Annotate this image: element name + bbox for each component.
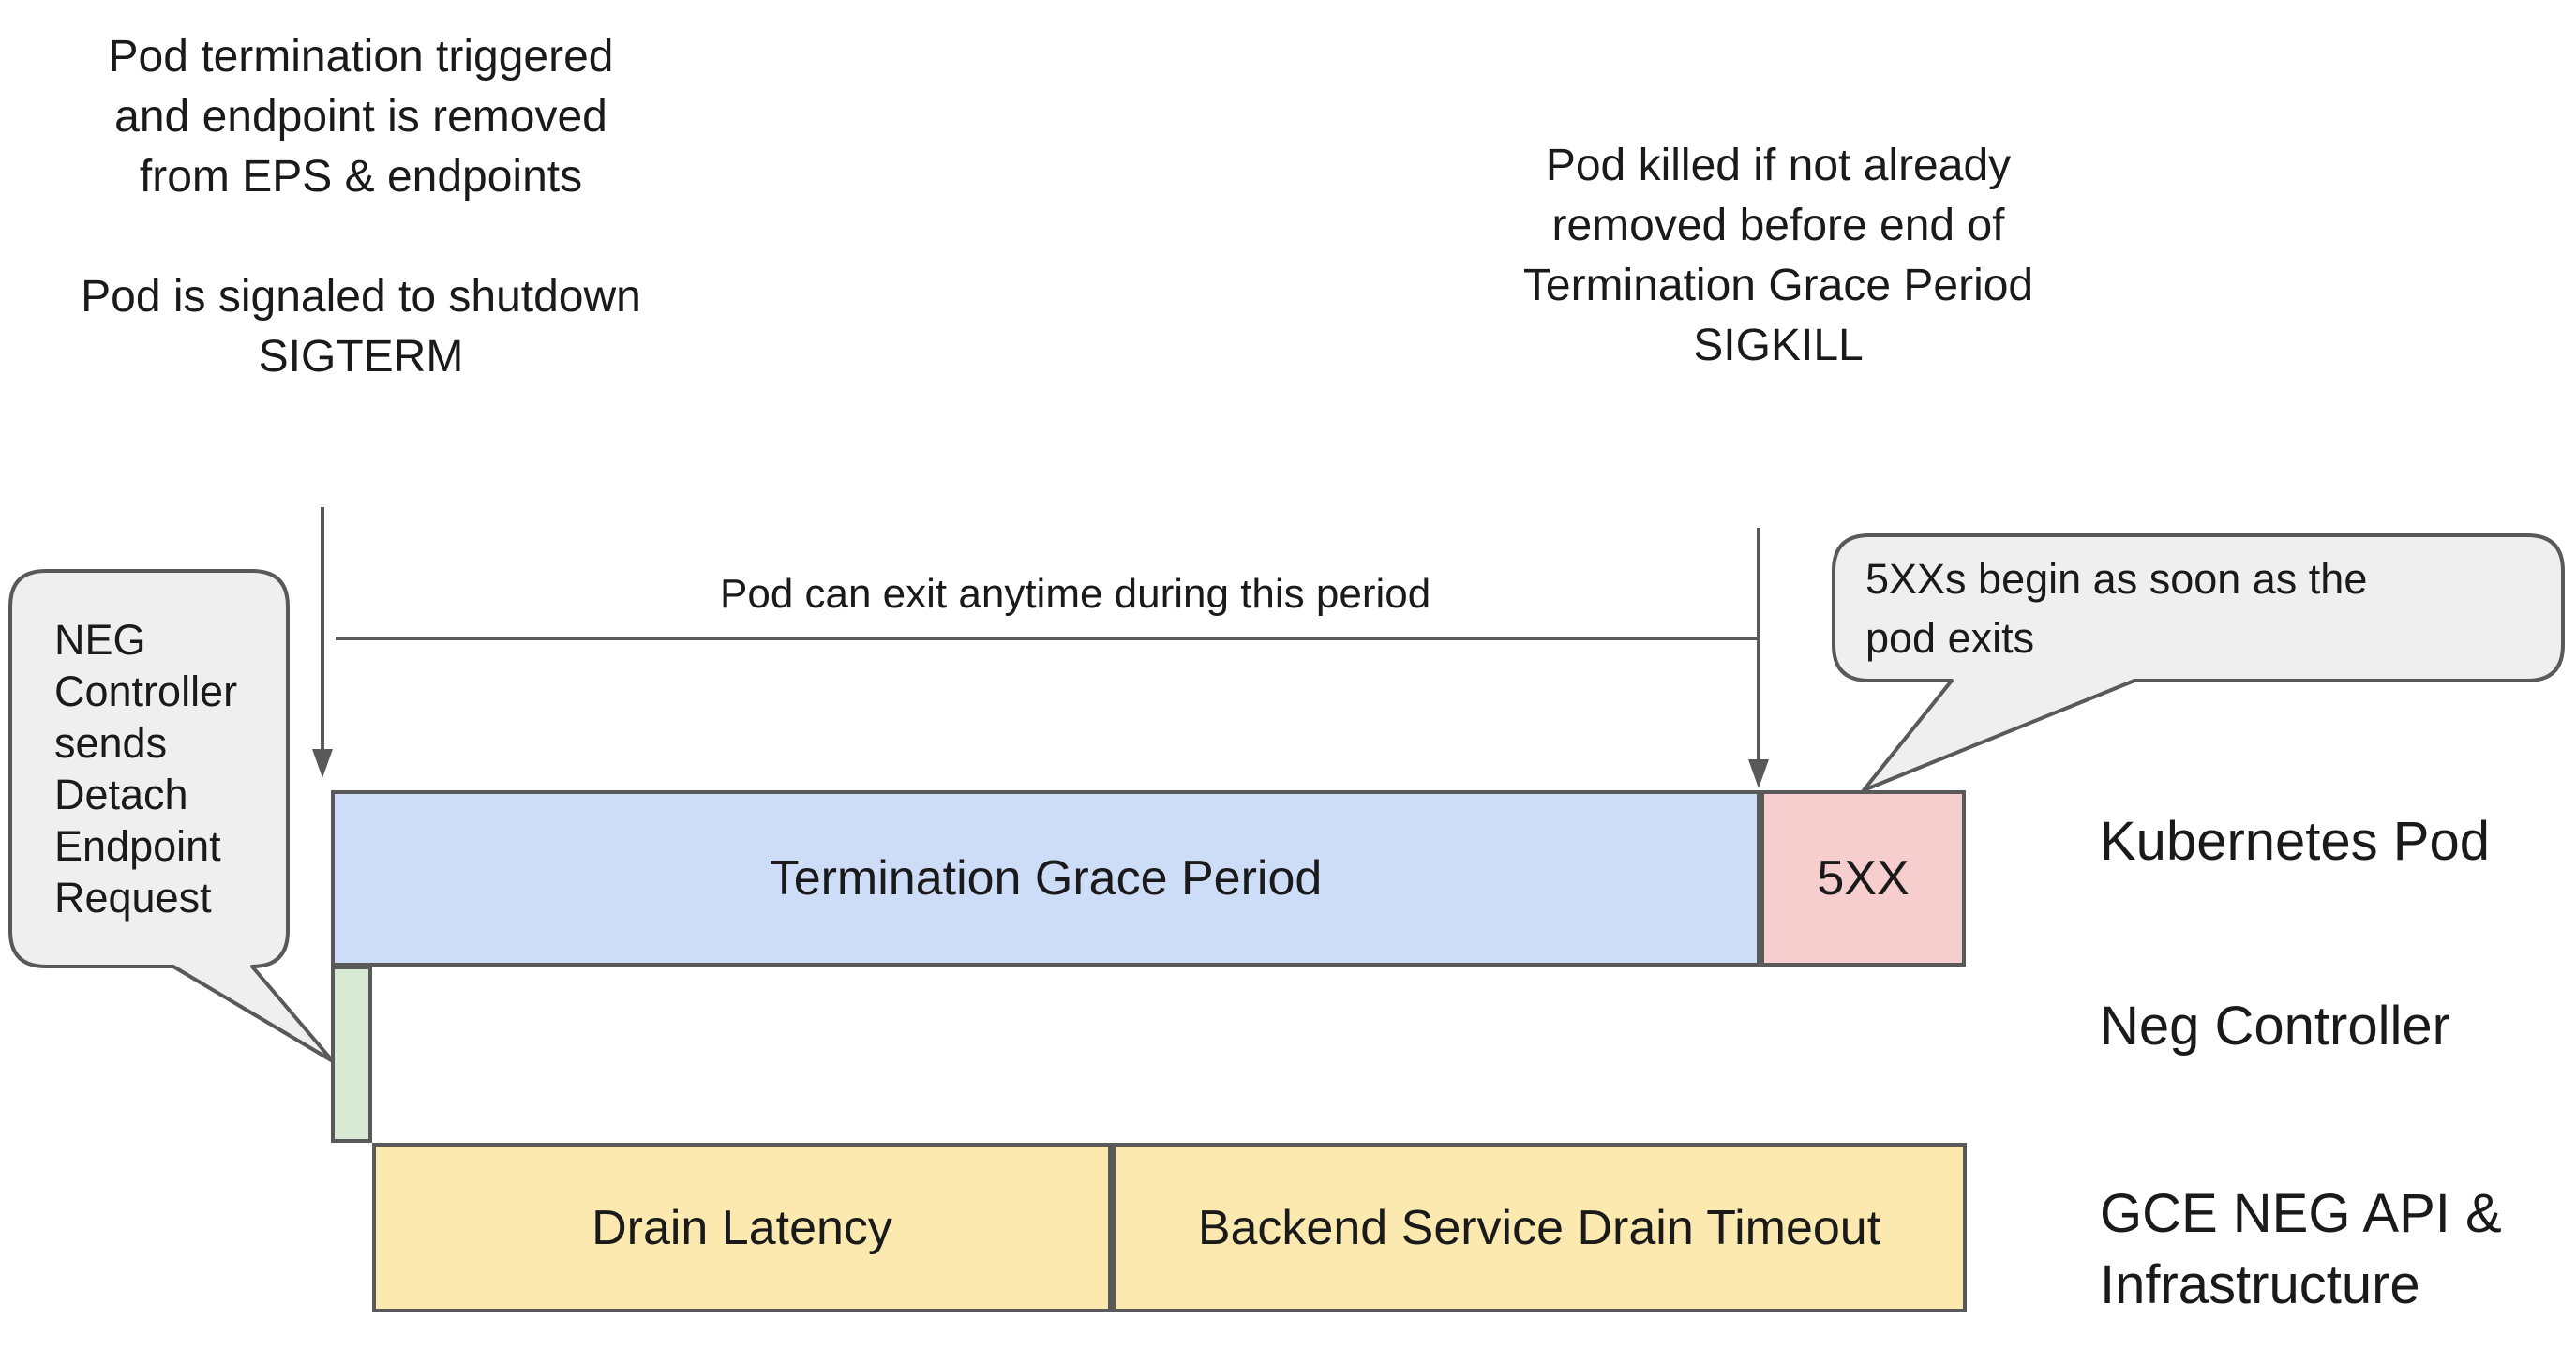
callout-line: Controller	[54, 668, 238, 715]
note-line: SIGTERM	[258, 332, 464, 382]
bar-backend-service-drain-timeout-label: Backend Service Drain Timeout	[1197, 1200, 1881, 1255]
bar-termination-grace-period-label: Termination Grace Period	[769, 851, 1323, 906]
bar-drain-latency: Drain Latency	[372, 1143, 1112, 1312]
period-span-label: Pod can exit anytime during this period	[720, 571, 1431, 617]
note-pod-killed: Pod killed if not already removed before…	[1441, 136, 2116, 376]
bar-detach-endpoint-request	[331, 966, 372, 1143]
bar-drain-latency-label: Drain Latency	[592, 1200, 892, 1255]
callout-line: Detach	[54, 771, 188, 818]
callout-neg-controller-text: NEG Controller sends Detach Endpoint Req…	[10, 571, 288, 967]
bar-termination-grace-period: Termination Grace Period	[331, 790, 1760, 967]
callout-line: 5XXs begin as soon as the	[1865, 554, 2368, 603]
row-label-gce-neg-api: GCE NEG API & Infrastructure	[2100, 1178, 2502, 1321]
callout-5xx-text: 5XXs begin as soon as the pod exits	[1834, 535, 2563, 681]
callout-line: sends	[54, 719, 168, 767]
bar-5xx-label: 5XX	[1817, 851, 1910, 906]
callout-bubble-neg-controller	[8, 569, 335, 1063]
row-label-gce-line: Infrastructure	[2100, 1254, 2420, 1315]
callout-line: Request	[54, 874, 212, 922]
callout-bubble-5xx	[1832, 533, 2565, 792]
note-pod-termination: Pod termination triggered and endpoint i…	[33, 27, 689, 387]
sigterm-arrowhead-icon	[312, 749, 333, 778]
note-line: Pod killed if not already	[1545, 141, 2012, 190]
row-label-kubernetes-pod: Kubernetes Pod	[2100, 811, 2490, 872]
note-line: removed before end of	[1551, 201, 2005, 250]
row-label-gce-line: GCE NEG API &	[2100, 1183, 2502, 1244]
sigkill-arrowhead-icon	[1748, 759, 1769, 788]
note-line: Termination Grace Period	[1522, 261, 2034, 310]
note-line: from EPS & endpoints	[139, 152, 583, 202]
callout-line: pod exits	[1865, 613, 2035, 662]
note-line: Pod is signaled to shutdown	[81, 272, 641, 322]
note-line: and endpoint is removed	[114, 92, 607, 142]
callout-line: NEG	[54, 616, 146, 664]
bar-backend-service-drain-timeout: Backend Service Drain Timeout	[1112, 1143, 1967, 1312]
callout-line: Endpoint	[54, 822, 221, 870]
bar-5xx: 5XX	[1760, 790, 1966, 967]
row-label-neg-controller: Neg Controller	[2100, 996, 2450, 1057]
note-line: Pod termination triggered	[108, 32, 614, 82]
note-line: SIGKILL	[1693, 321, 1864, 370]
